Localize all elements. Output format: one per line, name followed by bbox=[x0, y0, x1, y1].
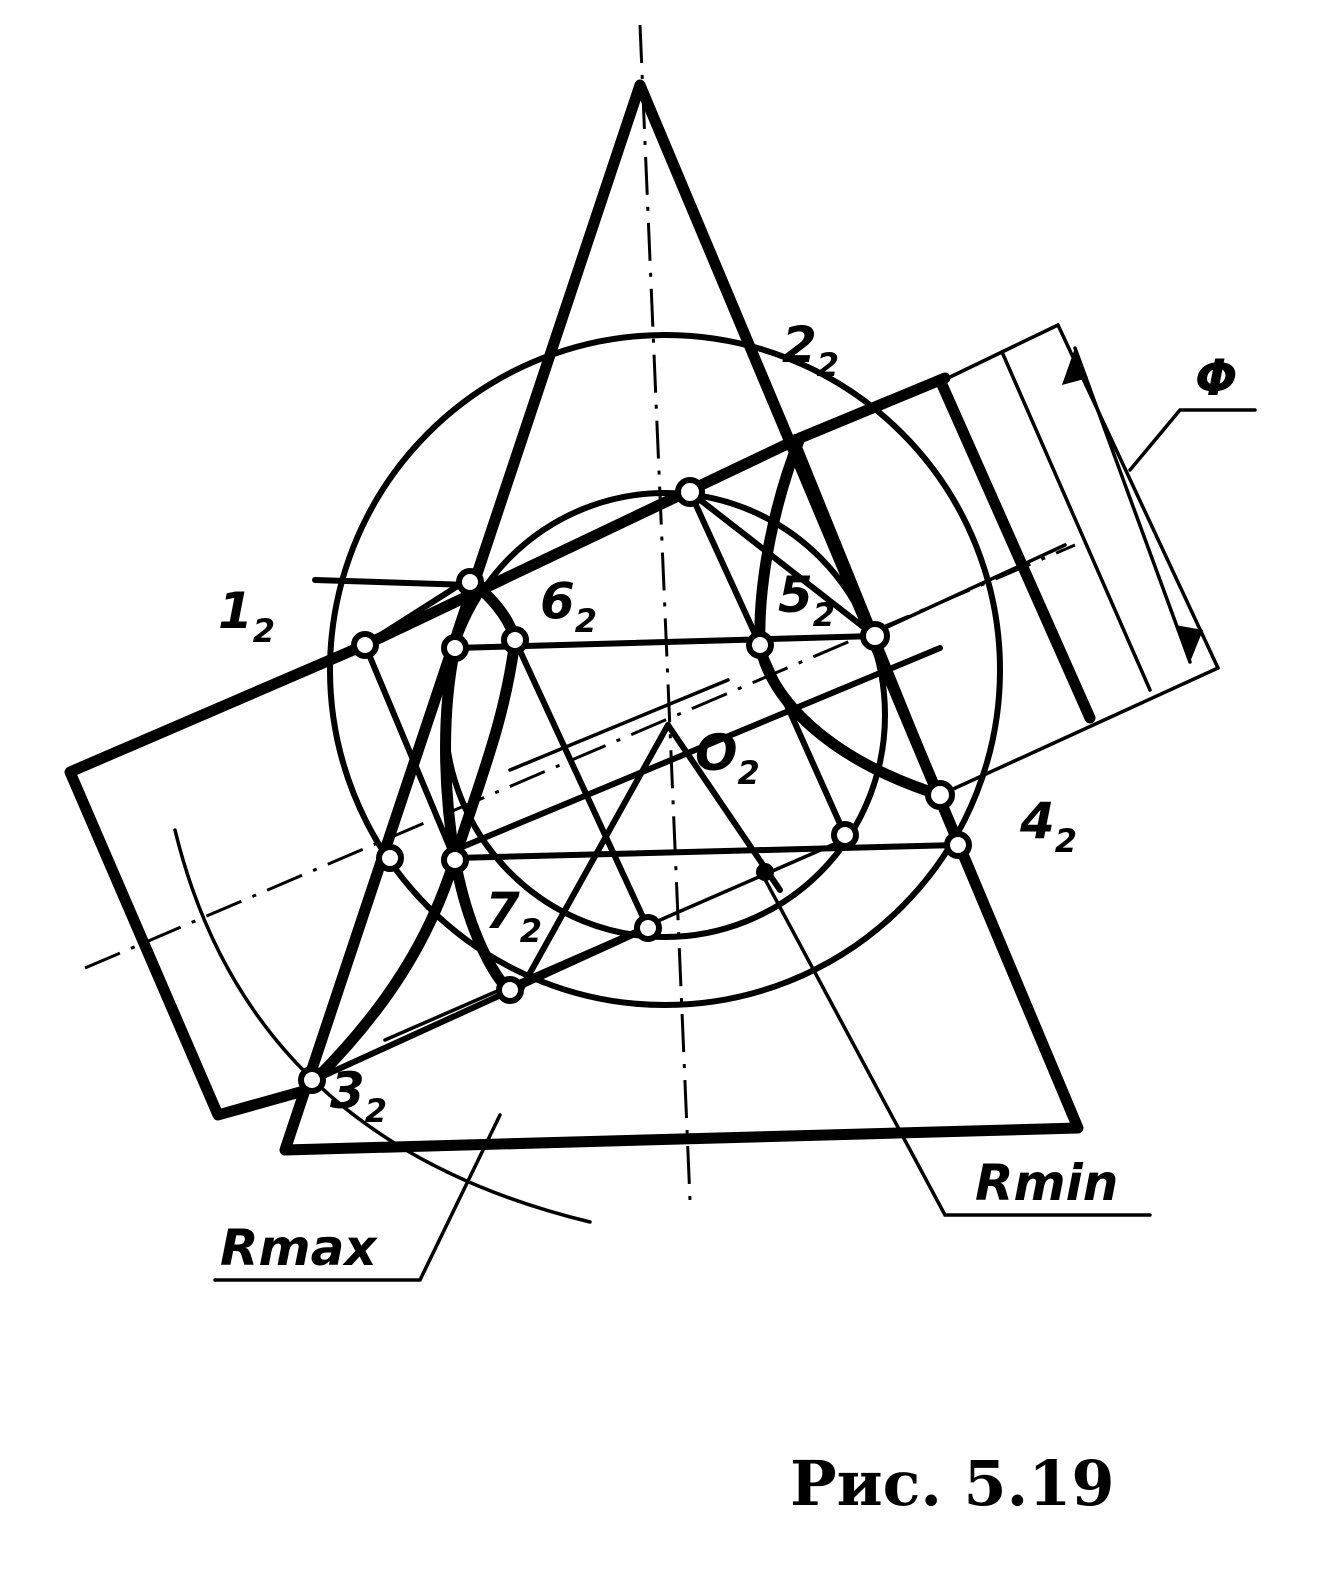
point-4b bbox=[944, 831, 972, 859]
cylinder-left-part bbox=[64, 639, 371, 1121]
construction-line-3-7 bbox=[362, 642, 458, 863]
point-1 bbox=[456, 568, 484, 596]
point-d bbox=[376, 844, 404, 872]
point-4a bbox=[925, 780, 955, 810]
point-e bbox=[831, 821, 859, 849]
label-6-2: 62 bbox=[540, 572, 597, 640]
point-c bbox=[860, 621, 890, 651]
cylinder-top-generatrix bbox=[359, 432, 806, 651]
point-5 bbox=[746, 631, 774, 659]
point-top bbox=[675, 477, 705, 507]
construction-line-top-5 bbox=[687, 489, 878, 639]
label-7-2: 72 bbox=[485, 882, 542, 950]
rmax-leader bbox=[213, 1113, 502, 1282]
phi-leader-line bbox=[1128, 408, 1257, 472]
phi-dimension-line bbox=[1073, 346, 1192, 664]
construction-line-2-4 bbox=[792, 434, 943, 798]
cylinder-section-line bbox=[1000, 350, 1152, 692]
point-3 bbox=[298, 1066, 326, 1094]
point-7a bbox=[441, 846, 469, 874]
label-2-2: 22 bbox=[782, 316, 839, 384]
construction-line-lowest bbox=[307, 925, 651, 1085]
point-6 bbox=[501, 626, 529, 654]
cylinder-end-edge bbox=[1056, 323, 1220, 670]
construction-line-mid bbox=[452, 645, 943, 853]
point-7 bbox=[496, 976, 524, 1004]
label-3-2: 32 bbox=[330, 1062, 387, 1130]
cone-axis bbox=[638, 24, 692, 1201]
label-rmin: Rmin bbox=[975, 1154, 1118, 1212]
point-b bbox=[441, 634, 469, 662]
label-phi: Φ bbox=[1195, 349, 1238, 407]
label-4-2: 42 bbox=[1019, 792, 1077, 860]
construction-line-1-tick bbox=[312, 577, 473, 588]
construction-line-6-left bbox=[512, 637, 651, 931]
label-rmax: Rmax bbox=[220, 1219, 378, 1277]
figure-caption: Рис. 5.19 bbox=[790, 1447, 1115, 1520]
sphere-rmin bbox=[442, 490, 888, 940]
point-f bbox=[634, 914, 662, 942]
rmin-leader bbox=[758, 868, 1152, 1217]
construction-line-top-5b bbox=[687, 489, 763, 648]
point-g bbox=[756, 863, 774, 881]
cylinder-mid-line bbox=[868, 543, 1067, 637]
cylinder-right-end bbox=[934, 374, 1096, 724]
sphere-rmax bbox=[327, 332, 1003, 1008]
label-5-2: 52 bbox=[778, 566, 835, 634]
phi-arrow-bottom bbox=[1175, 625, 1203, 662]
point-a bbox=[351, 631, 379, 659]
cylinder-axis bbox=[84, 543, 1076, 970]
construction-line-o2-right bbox=[665, 722, 783, 893]
label-1-2: 12 bbox=[218, 582, 275, 650]
section-line-lower bbox=[452, 842, 961, 861]
construction-line-o2 bbox=[508, 678, 730, 772]
construction-line-o2-left bbox=[512, 722, 671, 1003]
phi-arrow-top bbox=[1062, 348, 1088, 385]
label-o-2: O2 bbox=[695, 724, 760, 792]
